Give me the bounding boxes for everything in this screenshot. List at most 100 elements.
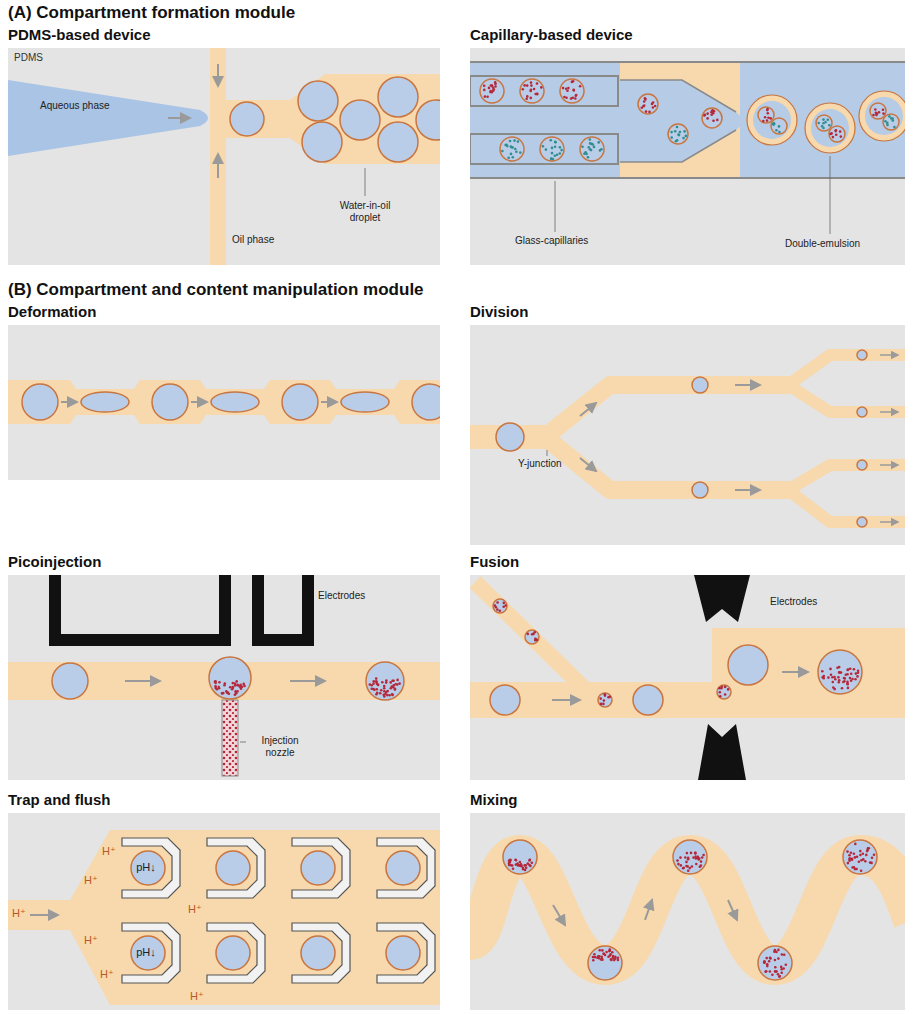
ion-label: H⁺: [102, 845, 116, 858]
droplet: [520, 79, 544, 103]
content-dot: [677, 863, 680, 866]
panel-title: Mixing: [470, 791, 518, 809]
content-dot: [523, 84, 526, 87]
panel-title: Division: [470, 303, 528, 321]
content-dot: [536, 93, 539, 96]
content-dot: [492, 89, 495, 92]
content-dot: [853, 668, 856, 671]
content-dot: [483, 85, 486, 88]
content-dot: [484, 95, 487, 98]
droplet: [857, 407, 867, 417]
content-dot: [572, 89, 575, 92]
inner-phase: [811, 109, 849, 147]
content-dot: [385, 681, 388, 684]
content-dot: [515, 859, 518, 862]
content-dot: [677, 133, 680, 136]
content-dot: [217, 686, 220, 689]
inner-phase: [753, 101, 791, 139]
droplet: [216, 936, 250, 970]
content-dot: [373, 688, 376, 691]
trap-structure: [292, 838, 350, 898]
content-dot: [654, 105, 657, 108]
flow-arrow: [321, 401, 337, 403]
content-dot: [689, 867, 692, 870]
content-dot: [592, 959, 595, 962]
content-dot: [856, 855, 859, 858]
content-dot: [515, 151, 518, 154]
content-dot: [526, 84, 529, 87]
panel-title: Trap and flush: [8, 791, 111, 809]
deformed-droplet: [211, 392, 259, 412]
droplet: [818, 650, 862, 694]
content-dot: [517, 140, 520, 143]
content-dot: [859, 850, 862, 853]
droplet: [829, 126, 845, 142]
content-dot: [235, 680, 238, 683]
content-dot: [545, 148, 548, 151]
content-dot: [680, 864, 683, 867]
droplet: [673, 840, 707, 874]
content-dot: [694, 852, 697, 855]
content-dot: [504, 604, 507, 607]
droplet: [22, 384, 58, 420]
content-dot: [388, 694, 391, 697]
content-dot: [610, 959, 613, 962]
content-dot: [486, 95, 489, 98]
content-dot: [221, 692, 224, 695]
content-dot: [837, 676, 840, 679]
content-dot: [581, 145, 584, 148]
panel: Picoinjection: [8, 553, 440, 780]
content-dot: [703, 114, 706, 117]
content-dot: [845, 673, 848, 676]
content-dot: [860, 869, 863, 872]
content-dot: [686, 852, 689, 855]
content-dot: [530, 81, 533, 84]
content-dot: [522, 88, 525, 91]
droplet: [503, 840, 537, 874]
content-dot: [698, 857, 701, 860]
content-dot: [865, 854, 868, 857]
content-dot: [604, 954, 607, 957]
content-dot: [706, 117, 709, 120]
content-dot: [682, 866, 685, 869]
content-dot: [719, 695, 722, 698]
content-dot: [827, 676, 830, 679]
trap-structure: [122, 838, 180, 898]
content-dot: [512, 156, 515, 159]
content-dot: [483, 89, 486, 92]
content-dot: [512, 868, 515, 871]
content-dot: [772, 124, 775, 127]
content-dot: [224, 682, 227, 685]
panel: PDMS-based device: [8, 26, 440, 265]
part-label: Injection nozzle: [248, 735, 312, 759]
content-dot: [850, 672, 853, 675]
content-dot: [503, 602, 506, 605]
content-dot: [766, 108, 769, 111]
content-dot: [514, 858, 517, 861]
content-dot: [609, 948, 612, 951]
content-dot: [774, 970, 777, 973]
content-dot: [375, 693, 378, 696]
droplet: [668, 124, 688, 144]
part-label: Glass-capillaries: [515, 235, 588, 247]
content-dot: [873, 853, 876, 856]
panel-title: PDMS-based device: [8, 26, 151, 44]
droplet: [857, 517, 867, 527]
content-dot: [609, 954, 612, 957]
content-dot: [874, 108, 877, 111]
content-dot: [507, 157, 510, 160]
content-dot: [682, 137, 685, 140]
content-dot: [778, 125, 781, 128]
content-dot: [565, 96, 568, 99]
content-dot: [690, 852, 693, 855]
content-dot: [777, 957, 780, 960]
content-dot: [494, 85, 497, 88]
content-dot: [692, 856, 695, 859]
content-dot: [231, 686, 234, 689]
droplet: [525, 630, 539, 644]
content-dot: [554, 141, 557, 144]
flow-arrow: [580, 458, 596, 471]
content-dot: [769, 117, 772, 120]
content-dot: [490, 84, 493, 87]
content-dot: [869, 861, 872, 864]
